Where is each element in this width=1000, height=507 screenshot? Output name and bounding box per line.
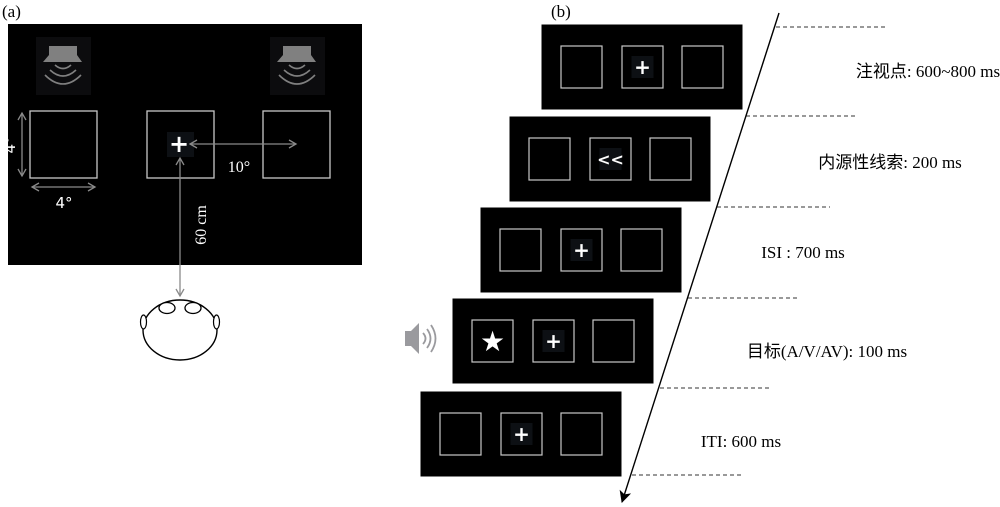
fixation-cross: + [513,422,530,446]
phase-label-target: 目标(A/V/AV): 100 ms [747,342,907,361]
phase-label-iti: ITI: 600 ms [701,432,781,451]
left-box [528,137,571,181]
visual-target-star: ★ [480,325,505,358]
phase-label-fixation: 注视点: 600~800 ms [856,62,1000,81]
center-box [532,319,575,363]
center-box [500,412,543,456]
fixation-cross: + [169,130,189,158]
phase-label-cue: 内源性线索: 200 ms [818,153,962,172]
symbol-backdrop [570,239,593,261]
speaker-volume-icon [405,323,437,354]
phase-label-isi: ISI : 700 ms [761,243,845,262]
phase-separators [632,26,888,476]
trial-frame-fixation: + [540,23,744,111]
viewing-distance-label: 60 cm [193,205,210,245]
trial-frame-target: +★ [451,297,655,385]
left-placeholder-box [29,110,98,179]
fixation-cross: + [634,55,651,79]
trial-frame-cue: << [508,115,712,203]
observer-head-icon [139,299,221,361]
right-box [560,412,603,456]
cue-arrows: << [597,150,624,169]
right-box [649,137,692,181]
left-speaker-icon [36,37,91,95]
trial-frame-iti: + [419,390,623,478]
panel-a-label: (a) [2,2,21,21]
center-box [560,228,603,272]
trial-sequence: +<<++★+ [419,23,744,478]
left-box [471,319,514,363]
left-box [499,228,542,272]
fixation-cross: + [573,238,590,262]
symbol-backdrop [631,56,654,78]
fixation-cross: + [545,329,562,353]
horizontal-size-label: 4° [55,194,72,212]
timeline-arrow [619,12,780,503]
trial-frame-isi: + [479,206,683,294]
right-box [620,228,663,272]
right-box [592,319,635,363]
panel-b-label: (b) [551,2,571,21]
center-box [621,45,664,89]
center-box [589,137,632,181]
left-box [439,412,482,456]
right-speaker-icon [270,37,325,95]
left-box [560,45,603,89]
right-box [681,45,724,89]
symbol-backdrop [510,423,533,445]
eccentricity-label: 10° [228,159,250,176]
symbol-backdrop [599,148,622,170]
symbol-backdrop [542,330,565,352]
vertical-size-label: 4° [1,136,19,153]
